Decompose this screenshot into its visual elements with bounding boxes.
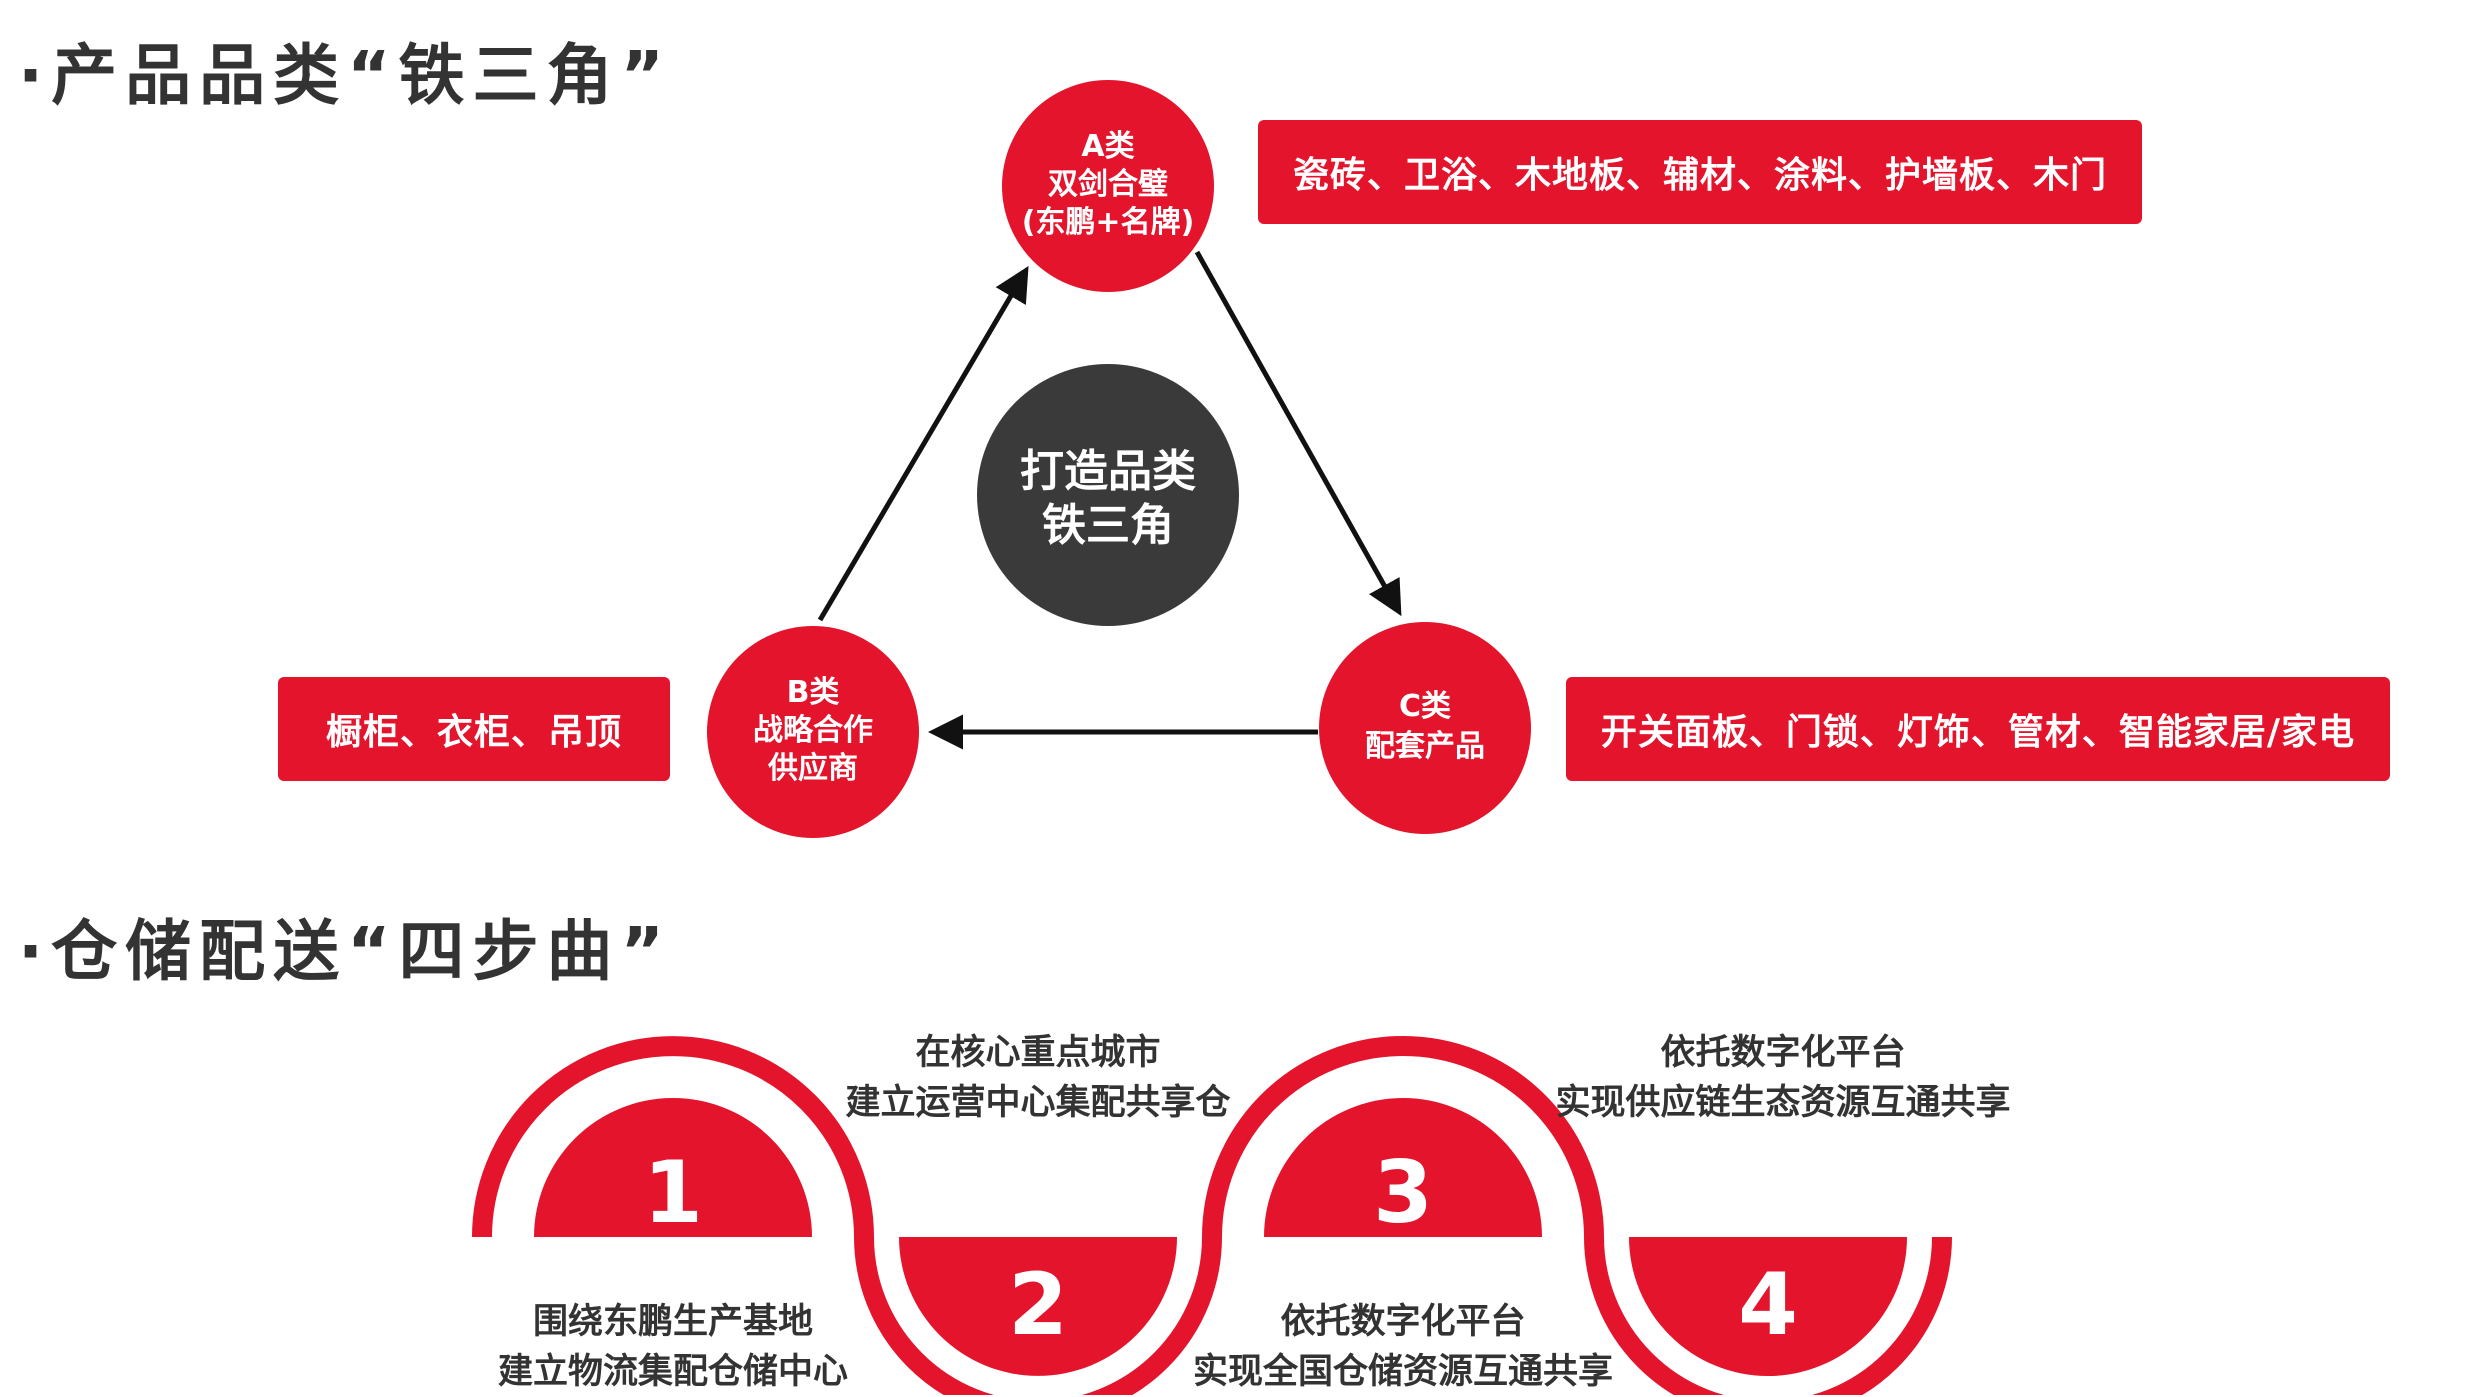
step-4-shape [1629,1237,1907,1376]
node-b-line1: B类 [787,675,840,710]
step-1-shape [534,1098,812,1237]
node-a-line2: 双剑合璧 [1048,167,1168,202]
step-1-caption-line1: 围绕东鹏生产基地 [532,1302,813,1342]
node-c-circle [1319,622,1531,834]
category-box-c: 开关面板、门锁、灯饰、管材、智能家居/家电 [1566,677,2390,781]
center-label-line2: 铁三角 [1042,500,1174,551]
step-4-caption-line2: 实现供应链生态资源互通共享 [1555,1083,2011,1123]
step-1-caption-line2: 建立物流集配仓储中心 [497,1352,848,1392]
node-c-line2: 配套产品 [1365,729,1485,764]
node-a-line1: A类 [1081,129,1134,164]
step-1-number: 1 [643,1143,703,1243]
step-2-caption-line2: 建立运营中心集配共享仓 [845,1083,1231,1123]
arrow-a-to-c [1194,250,1402,617]
node-a-circle [1002,80,1214,292]
arrow-b-to-a [817,265,1029,622]
step-4-caption-line1: 依托数字化平台 [1660,1033,1906,1073]
node-c-line1: C类 [1399,689,1451,724]
section-title-warehouse-steps: ·仓储配送“四步曲” [18,913,672,990]
category-box-a: 瓷砖、卫浴、木地板、辅材、涂料、护墙板、木门 [1258,120,2142,224]
node-a-line3: (东鹏+名牌) [1022,205,1195,240]
step-2-number: 2 [1008,1255,1068,1355]
category-box-b: 橱柜、衣柜、吊顶 [278,677,670,781]
section-title-product-triangle: ·产品品类“铁三角” [18,37,672,114]
center-circle [977,364,1239,626]
step-1-caption: 围绕东鹏生产基地 建立物流集配仓储中心 [423,1297,923,1397]
step-2-shape [899,1237,1177,1376]
step-3-shape [1264,1098,1542,1237]
node-b-circle [707,626,919,838]
step-3-caption-line2: 实现全国仓储资源互通共享 [1192,1352,1613,1392]
step-2-caption: 在核心重点城市 建立运营中心集配共享仓 [788,1028,1288,1128]
step-3-caption: 依托数字化平台 实现全国仓储资源互通共享 [1153,1297,1653,1397]
node-b-line3: 供应商 [767,751,858,786]
step-4-number: 4 [1738,1255,1798,1355]
wave-band [472,1036,1952,1395]
center-label-line1: 打造品类 [1020,446,1196,497]
step-2-caption-line1: 在核心重点城市 [915,1033,1161,1073]
node-b-line2: 战略合作 [753,713,873,748]
step-3-caption-line1: 依托数字化平台 [1280,1302,1526,1342]
step-3-number: 3 [1373,1143,1433,1243]
step-4-caption: 依托数字化平台 实现供应链生态资源互通共享 [1533,1028,2033,1128]
